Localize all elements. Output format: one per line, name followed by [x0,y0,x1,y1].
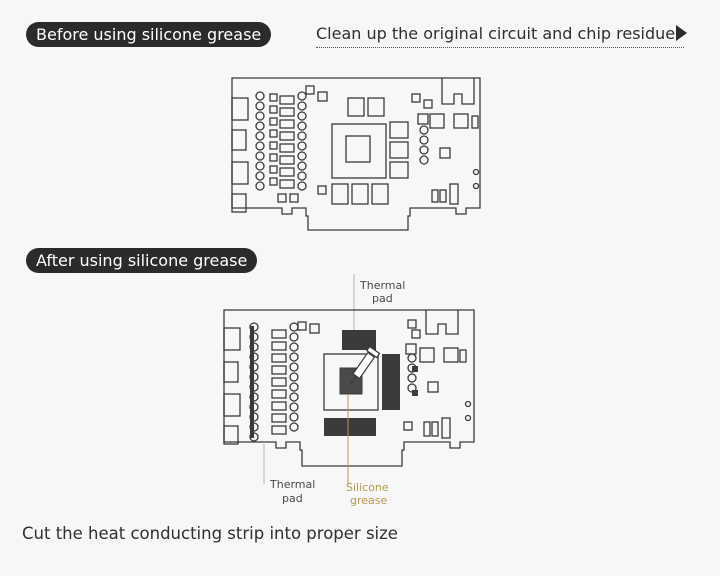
circuit-board-before [231,77,481,231]
thermal-pad-right [382,354,400,410]
label-silicone-grease-line1: Silicone [346,481,389,494]
thermal-pad-strip-left [250,326,254,438]
label-silicone-grease-line2: grease [350,494,388,507]
thermal-pad-bottom [324,418,376,436]
label-thermal-pad-bottom-line2: pad [282,492,303,505]
before-note-underline [316,47,684,48]
thermal-pad-top [342,330,376,350]
play-triangle-icon [676,25,687,41]
circuit-board-after: Thermal pad [223,274,475,507]
footer-note: Cut the heat conducting strip into prope… [22,524,398,543]
label-thermal-pad-top-line2: pad [372,292,393,305]
before-note: Clean up the original circuit and chip r… [316,24,676,43]
before-heading: Before using silicone grease [26,22,272,47]
after-heading: After using silicone grease [26,248,258,273]
label-thermal-pad-top-line1: Thermal [359,279,405,292]
syringe-icon [350,345,381,385]
label-thermal-pad-bottom-line1: Thermal [269,478,315,491]
